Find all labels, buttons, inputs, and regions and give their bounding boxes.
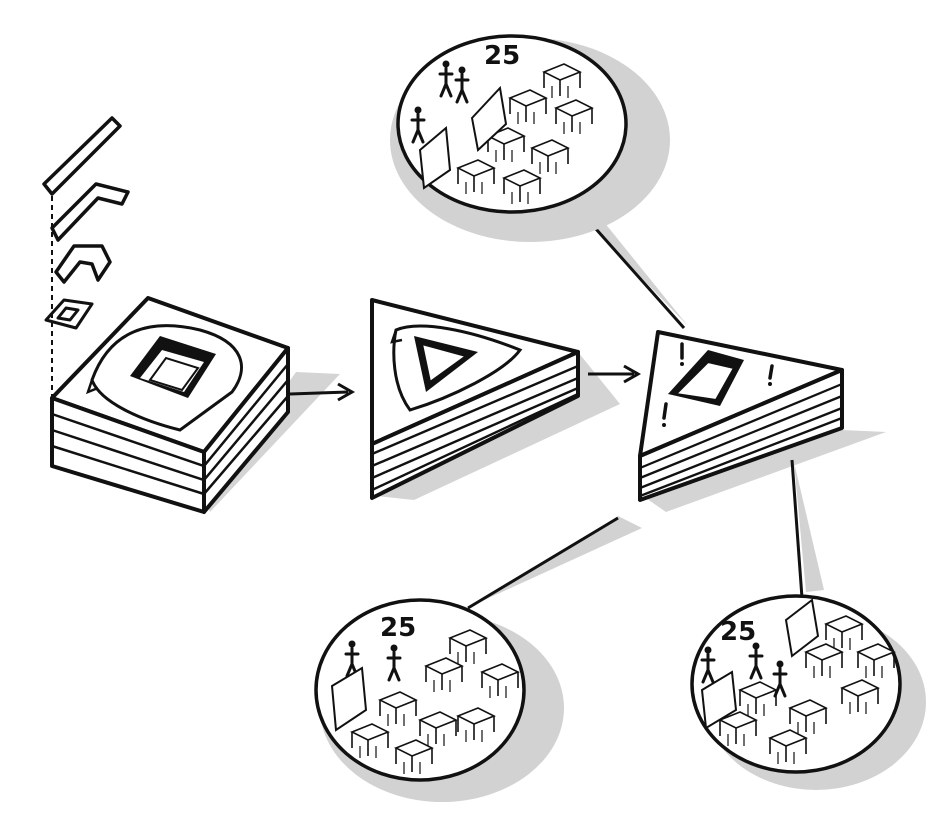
student-count: 25 (720, 617, 756, 647)
student-count: 25 (380, 613, 416, 643)
final-triangle-block (638, 330, 886, 512)
classroom-bubble-bottom-right: 25 (690, 594, 926, 790)
strip-pieces (42, 116, 130, 396)
classroom-bubble-top: 25 (390, 34, 670, 242)
triangle-block (370, 298, 620, 500)
arrow-right-icon (289, 382, 356, 402)
classroom-bubble-bottom-left: 25 (314, 598, 564, 802)
arrow-right-icon (588, 364, 642, 384)
student-count: 25 (484, 41, 520, 71)
square-block (50, 296, 340, 514)
